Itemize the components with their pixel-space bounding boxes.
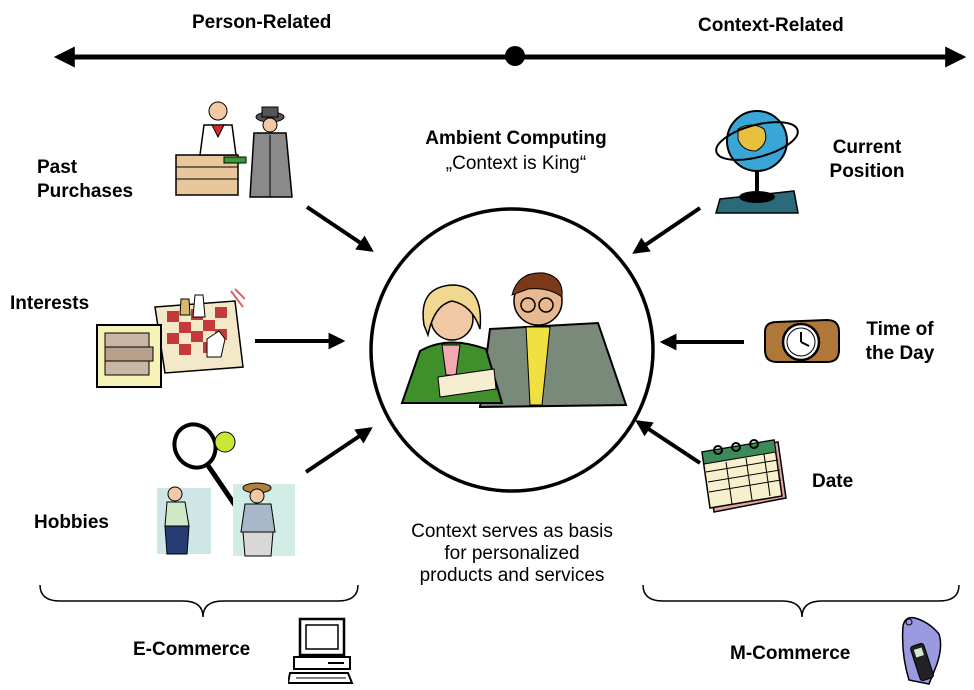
caption-line: Context serves as basis [411,521,613,542]
label-line: Current [832,137,902,158]
arrow-hobbies [304,427,373,474]
label-line: Position [829,161,905,182]
center-caption: Context serves as basis for personalized… [360,521,664,587]
center-subtitle: „Context is King“ [445,153,587,174]
person-related-label: Person-Related [192,12,332,33]
label-line: Past [37,157,78,178]
mobile-phone-icon [901,616,942,685]
arrow-date [635,420,702,465]
context-circle [369,207,655,493]
date-label: Date [812,471,854,492]
arrow-current-position [632,206,702,254]
m-commerce-label: M-Commerce [730,643,851,664]
left-brace [39,584,359,618]
past-purchases-label: Past Purchases [37,156,133,204]
interests-label: Interests [10,293,90,314]
time-of-day-label: Time of the Day [850,318,950,366]
tennis-golf-clipart-icon [157,422,295,557]
business-people-clipart-icon [400,272,628,409]
shopping-clipart-icon [175,101,293,198]
hobbies-label: Hobbies [34,512,109,533]
caption-line: products and services [419,565,605,586]
wristwatch-clipart-icon [764,318,840,363]
label-line: Purchases [37,181,134,202]
label-line: the Day [865,343,935,364]
arrow-past-purchases [305,205,374,252]
calendar-clipart-icon [701,439,787,513]
desktop-computer-icon [288,617,354,684]
context-related-label: Context-Related [698,15,844,36]
chess-books-clipart-icon [96,288,245,388]
caption-line: for personalized [444,543,580,564]
center-title: Ambient Computing [425,128,607,149]
right-brace [642,584,960,618]
label-line: Time of [866,319,934,340]
e-commerce-label: E-Commerce [133,639,251,660]
current-position-label: Current Position [812,136,922,184]
axis-midpoint-dot [505,46,525,66]
globe-clipart-icon [715,110,799,214]
